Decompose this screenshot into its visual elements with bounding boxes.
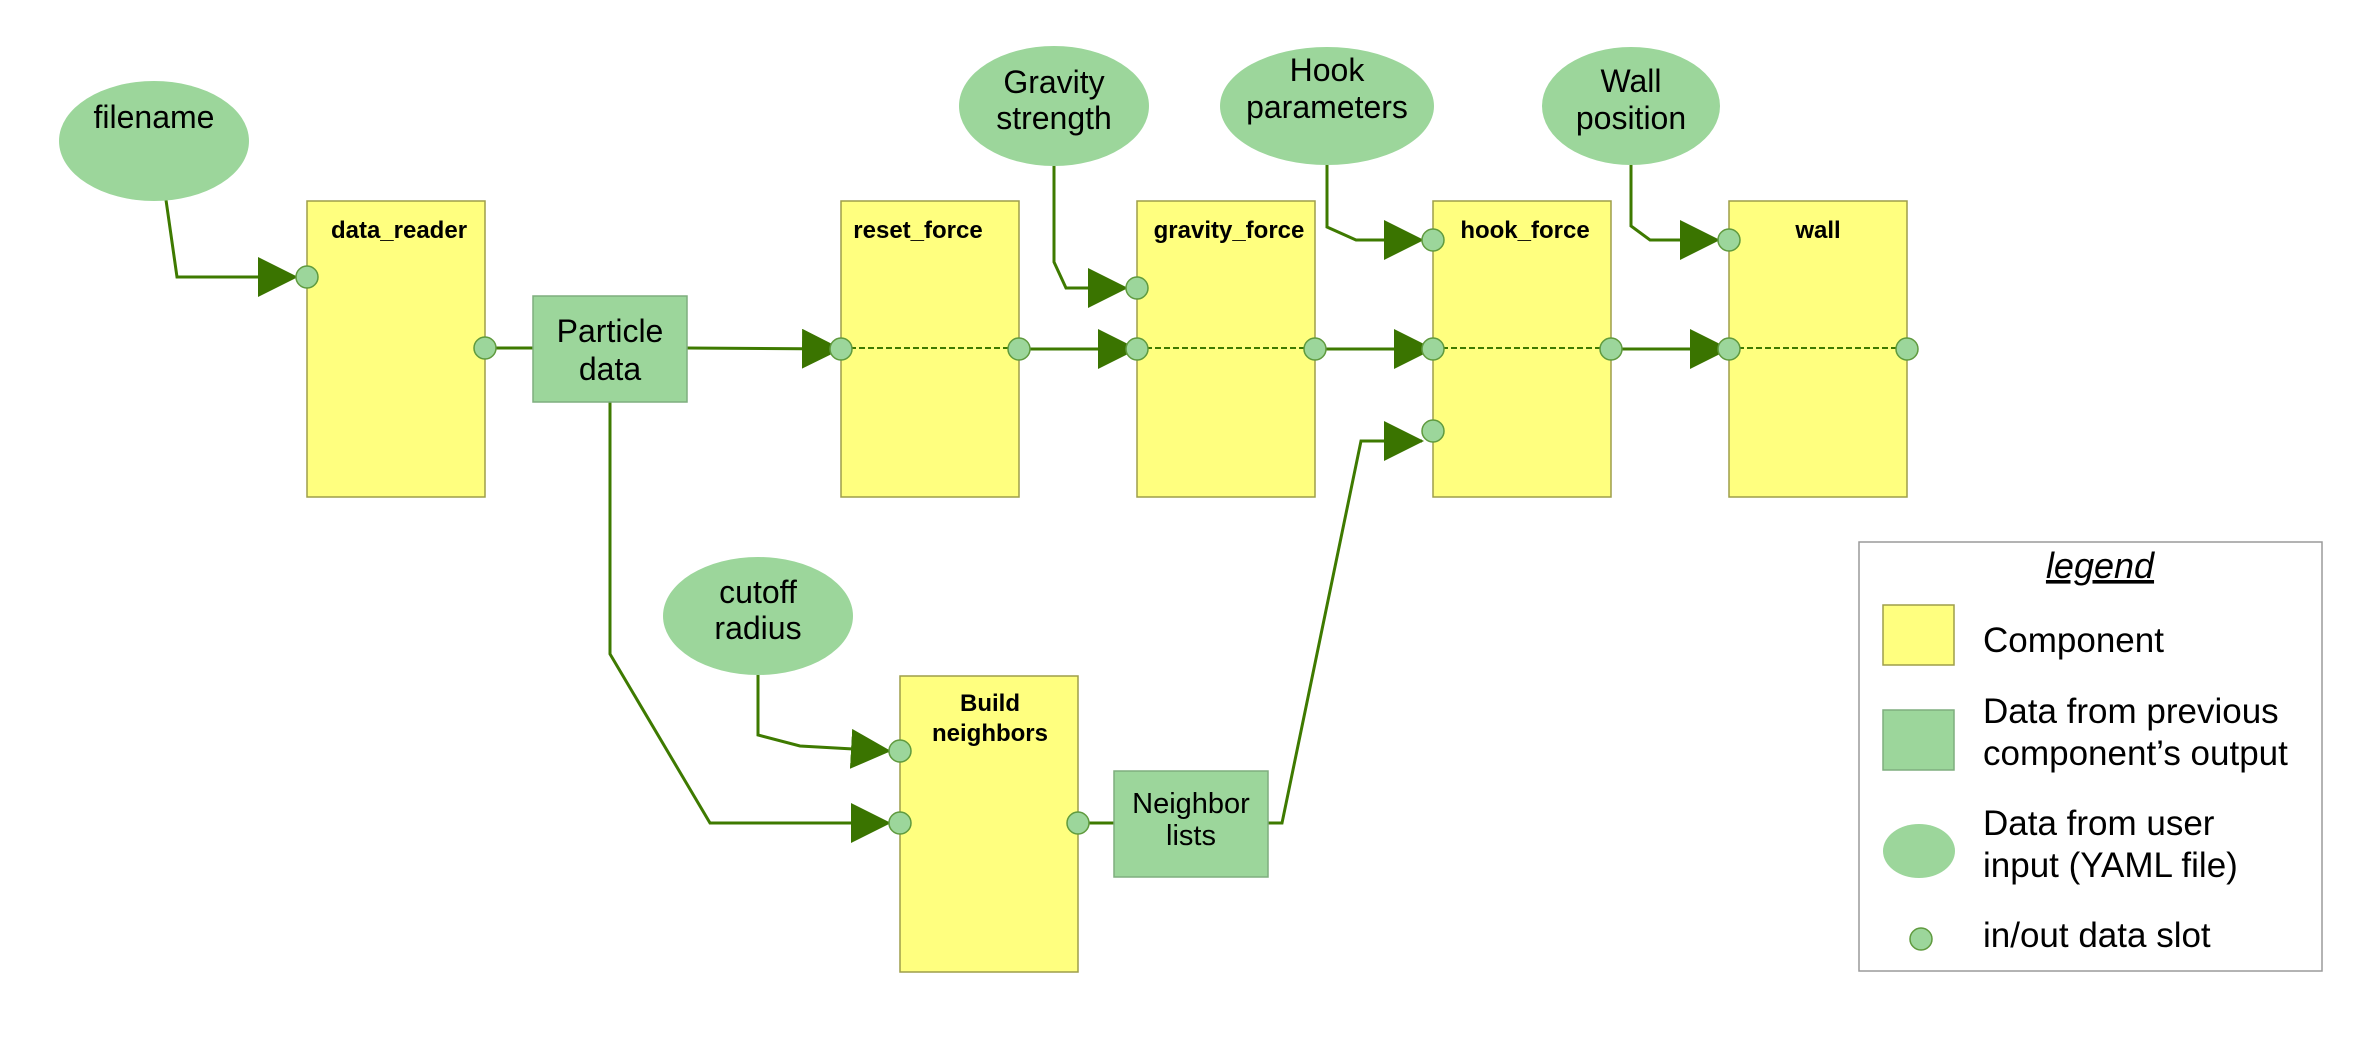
legend-title: legend [2046, 545, 2155, 586]
component-gravity-force [1136, 200, 1316, 498]
connector-filename-to-data-reader [164, 199, 298, 297]
slot-gravity-force-strength-in [1125, 276, 1149, 300]
component-reset-force [840, 200, 1020, 498]
legend-swatch-component [1882, 604, 1955, 666]
slot-wall-out [1895, 337, 1919, 361]
connector-hook-parameters-to-hook-force [1325, 165, 1424, 260]
component-title-reset-force: reset_force [853, 217, 982, 244]
slot-gravity-force-in [1125, 337, 1149, 361]
input-gravity-strength-line2: strength [996, 100, 1112, 136]
input-wall-position-line2: position [1576, 100, 1686, 136]
component-data-reader [306, 200, 486, 498]
connector-neighbor-lists-to-hook-force [1268, 421, 1424, 825]
slot-build-neighbors-particles-in [888, 811, 912, 835]
slot-hook-force-params-in [1421, 228, 1445, 252]
legend-label-user-input-line2: input (YAML file) [1983, 846, 2238, 885]
slot-gravity-force-out [1303, 337, 1327, 361]
input-gravity-strength-line1: Gravity [1003, 64, 1104, 100]
slot-reset-force-in [829, 337, 853, 361]
slot-data-reader-in [295, 265, 319, 289]
slot-hook-force-in [1421, 337, 1445, 361]
component-build-neighbors [899, 675, 1079, 973]
data-slots [295, 228, 1919, 835]
connectors [164, 165, 1730, 843]
legend-label-slot: in/out data slot [1983, 916, 2211, 955]
input-filename [59, 81, 249, 201]
data-neighbor-lists [1113, 770, 1269, 878]
legend-swatch-user-input [1883, 824, 1955, 878]
data-particle-data-line2: data [579, 351, 641, 387]
legend-label-prev-output-line1: Data from previous [1983, 692, 2279, 731]
legend-swatch-prev-output [1882, 709, 1955, 771]
connector-wall-position-to-wall [1629, 165, 1720, 260]
component-hook-force [1432, 200, 1612, 498]
input-hook-parameters-line2: parameters [1246, 89, 1408, 125]
data-neighbor-lists-line2: lists [1166, 820, 1216, 852]
legend-label-user-input-line1: Data from user [1983, 804, 2215, 843]
component-title-gravity-force: gravity_force [1154, 217, 1305, 244]
input-wall-position [1542, 47, 1720, 165]
slot-hook-force-neighbors-in [1421, 419, 1445, 443]
slot-data-reader-out [473, 336, 497, 360]
slot-build-neighbors-out [1066, 811, 1090, 835]
input-wall-position-line1: Wall [1600, 63, 1661, 99]
data-particle-data [532, 295, 688, 403]
legend-swatch-slot [1909, 927, 1933, 951]
slot-wall-in [1717, 337, 1741, 361]
legend-label-component: Component [1983, 621, 2164, 660]
component-title-build-neighbors-line2: neighbors [932, 720, 1048, 747]
input-cutoff-radius [663, 557, 853, 675]
component-title-hook-force: hook_force [1460, 217, 1589, 244]
input-gravity-strength [959, 46, 1149, 166]
input-hook-parameters-line1: Hook [1290, 52, 1366, 88]
slot-build-neighbors-cutoff-in [888, 739, 912, 763]
data-neighbor-lists-line1: Neighbor [1132, 788, 1250, 820]
component-wall [1728, 200, 1908, 498]
data-particle-data-line1: Particle [557, 313, 664, 349]
input-cutoff-radius-line2: radius [714, 610, 801, 646]
legend-label-prev-output-line2: component’s output [1983, 734, 2288, 773]
component-title-build-neighbors-line1: Build [960, 690, 1020, 717]
component-title-wall: wall [1794, 217, 1840, 244]
input-hook-parameters [1220, 47, 1434, 165]
input-filename-label: filename [94, 99, 215, 135]
component-title-data-reader: data_reader [331, 217, 467, 244]
slot-hook-force-out [1599, 337, 1623, 361]
connector-gravity-strength-to-gravity-force [1052, 166, 1128, 308]
connector-particle-data-to-reset-force [686, 328, 842, 369]
slot-wall-position-in [1717, 228, 1741, 252]
connector-cutoff-radius-to-build-neighbors [756, 675, 891, 769]
slot-reset-force-out [1007, 337, 1031, 361]
legend: legend Component Data from previous comp… [1858, 541, 2323, 972]
connector-particle-data-to-build-neighbors [608, 402, 891, 843]
input-cutoff-radius-line1: cutoff [719, 574, 797, 610]
